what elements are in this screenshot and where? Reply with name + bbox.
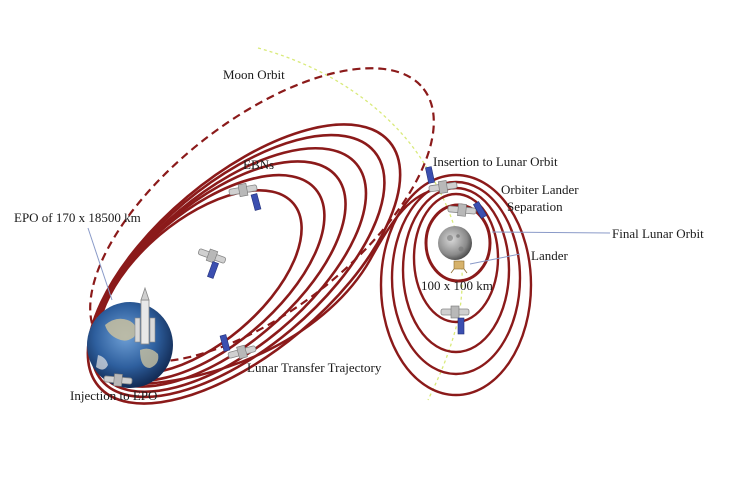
label-injection: Injection to EPO [70,388,157,403]
spacecraft-icon [440,305,470,319]
lunar-transfer-trajectory [117,186,441,387]
label-separation-line1: Orbiter Lander [501,182,579,197]
label-insertion: Insertion to Lunar Orbit [433,154,558,169]
solar-panel-icon [457,317,465,335]
leader-lines [87,227,611,301]
lander-icon [450,260,468,274]
label-epo: EPO of 170 x 18500 km [14,210,141,225]
label-final-orbit: Final Lunar Orbit [612,226,704,241]
label-ebns: EBNs [243,157,274,172]
moon-icon [438,226,472,260]
launch-vehicle-icon [134,286,156,345]
label-separation-line2: Separation [507,199,563,214]
solar-panel-icon [207,261,219,279]
earth-globe-icon [87,302,173,388]
label-moon-orbit: Moon Orbit [223,67,285,82]
solar-panel-icon [250,193,262,211]
solar-panel-icon [425,166,435,184]
label-circular-orbit: 100 x 100 km [421,278,493,293]
label-lander: Lander [531,248,568,263]
label-lunar-transfer: Lunar Transfer Trajectory [247,360,382,375]
